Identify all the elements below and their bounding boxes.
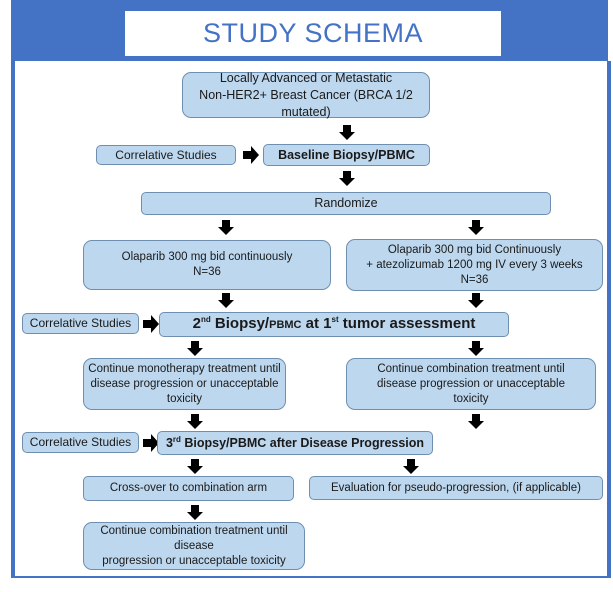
down-arrow-icon xyxy=(339,125,355,140)
correlative-label-2: Correlative Studies xyxy=(29,316,132,330)
arm-mono-line-2: N=36 xyxy=(193,266,221,278)
down-arrow-icon xyxy=(218,220,234,235)
continue-monotherapy-box: Continue monotherapy treatment until dis… xyxy=(83,358,286,410)
down-arrow-icon xyxy=(468,220,484,235)
correlative-studies-box-3: Correlative Studies xyxy=(22,432,139,453)
continue-combo-line-2: disease progression or unacceptable xyxy=(377,377,565,390)
third-biopsy-label: 3rd Biopsy/PBMC after Disease Progressio… xyxy=(165,434,425,450)
continue-combo-line-3: toxicity xyxy=(453,392,489,405)
arm-monotherapy-box: Olaparib 300 mg bid continuously N=36 xyxy=(83,240,331,290)
down-arrow-icon xyxy=(187,459,203,474)
continue-after-crossover-box: Continue combination treatment until dis… xyxy=(83,522,305,570)
pseudo-eval-label: Evaluation for pseudo-progression, (if a… xyxy=(331,481,581,494)
down-arrow-icon xyxy=(403,459,419,474)
title-box: STUDY SCHEMA xyxy=(125,11,501,56)
right-arrow-icon xyxy=(143,315,159,333)
baseline-label: Baseline Biopsy/PBMC xyxy=(278,147,415,162)
arm-mono-line-1: Olaparib 300 mg bid continuously xyxy=(121,251,293,263)
arm-combo-line-2: + atezolizumab 1200 mg IV every 3 weeks xyxy=(366,258,583,271)
down-arrow-icon xyxy=(187,505,203,520)
randomize-box: Randomize xyxy=(141,192,551,215)
arm-combo-line-1: Olaparib 300 mg bid Continuously xyxy=(387,243,562,256)
continue-combination-box: Continue combination treatment until dis… xyxy=(346,358,596,410)
page-title: STUDY SCHEMA xyxy=(202,18,424,48)
down-arrow-icon xyxy=(468,414,484,429)
pseudo-progression-eval-box: Evaluation for pseudo-progression, (if a… xyxy=(309,476,603,500)
correlative-label-3: Correlative Studies xyxy=(29,435,132,449)
down-arrow-icon xyxy=(187,414,203,429)
continue-mono-line-2: disease progression or unacceptable xyxy=(90,377,279,390)
right-arrow-icon xyxy=(143,434,159,452)
second-biopsy-box: 2nd Biopsy/PBMC at 1st tumor assessment xyxy=(159,312,509,337)
baseline-biopsy-box: Baseline Biopsy/PBMC xyxy=(263,144,430,166)
eligibility-line-1: Locally Advanced or Metastatic xyxy=(219,70,393,85)
third-biopsy-box: 3rd Biopsy/PBMC after Disease Progressio… xyxy=(157,431,433,455)
arm-combo-line-3: N=36 xyxy=(460,273,489,286)
down-arrow-icon xyxy=(468,293,484,308)
eligibility-box: Locally Advanced or Metastatic Non-HER2+… xyxy=(182,70,430,119)
crossover-label: Cross-over to combination arm xyxy=(109,482,268,494)
crossover-box: Cross-over to combination arm xyxy=(83,476,294,501)
down-arrow-icon xyxy=(187,341,203,356)
right-arrow-icon xyxy=(243,146,259,164)
correlative-label-1: Correlative Studies xyxy=(115,147,217,162)
arm-combination-box: Olaparib 300 mg bid Continuously + atezo… xyxy=(346,239,603,291)
correlative-studies-box-2: Correlative Studies xyxy=(22,313,139,334)
second-biopsy-label: 2nd Biopsy/PBMC at 1st tumor assessment xyxy=(192,315,476,332)
continue-mono-line-3: toxicity xyxy=(166,392,203,405)
down-arrow-icon xyxy=(218,293,234,308)
eligibility-line-2: Non-HER2+ Breast Cancer (BRCA 1/2 mutate… xyxy=(199,87,413,119)
continue-after-line-1: Continue combination treatment until dis… xyxy=(100,524,288,552)
continue-after-line-2: progression or unacceptable toxicity xyxy=(102,554,286,567)
down-arrow-icon xyxy=(468,341,484,356)
down-arrow-icon xyxy=(339,171,355,186)
continue-mono-line-1: Continue monotherapy treatment until xyxy=(88,362,281,375)
randomize-label: Randomize xyxy=(314,196,378,210)
correlative-studies-box-1: Correlative Studies xyxy=(96,145,236,165)
continue-combo-line-1: Continue combination treatment until xyxy=(377,362,565,375)
diagram-frame xyxy=(11,61,611,578)
